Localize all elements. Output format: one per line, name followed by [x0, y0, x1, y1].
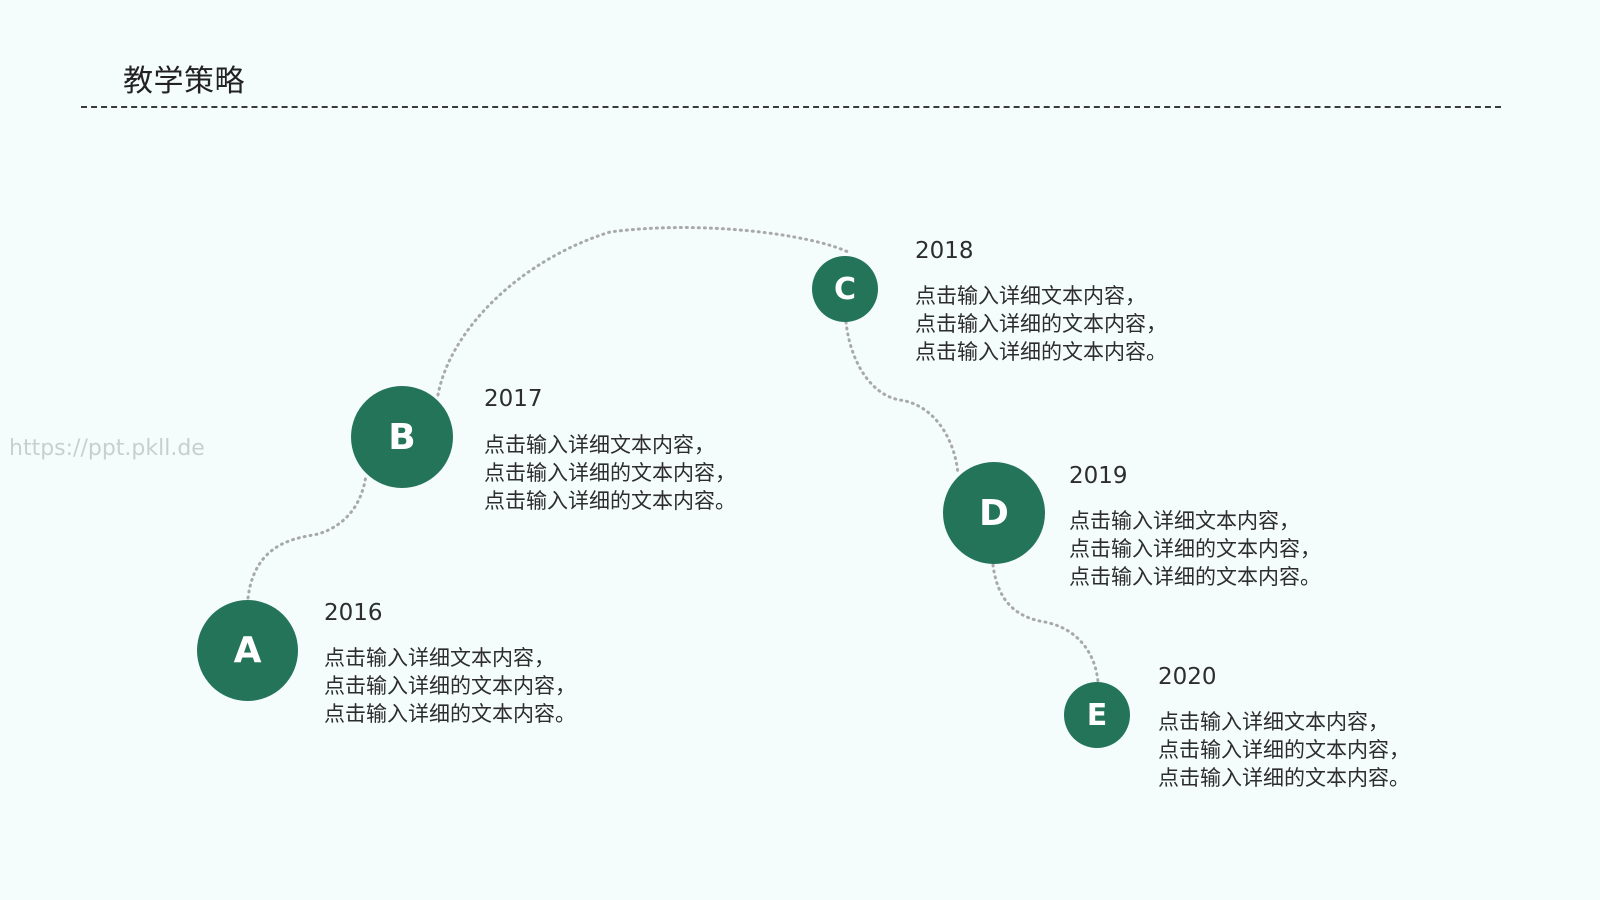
milestone-letter: B — [388, 416, 416, 458]
description-line: 点击输入详细的文本内容。 — [1069, 565, 1321, 589]
description-line: 点击输入详细的文本内容， — [1158, 738, 1410, 762]
description-line: 点击输入详细的文本内容。 — [915, 340, 1167, 364]
milestone-description: 点击输入详细文本内容， 点击输入详细的文本内容， 点击输入详细的文本内容。 — [324, 644, 576, 728]
description-line: 点击输入详细的文本内容。 — [484, 489, 736, 513]
connector-c-d — [844, 320, 960, 476]
milestone-description: 点击输入详细文本内容， 点击输入详细的文本内容， 点击输入详细的文本内容。 — [915, 282, 1167, 366]
milestone-year: 2017 — [484, 386, 543, 412]
milestone-node-e: E — [1064, 682, 1130, 748]
description-line: 点击输入详细文本内容， — [1069, 509, 1300, 533]
milestone-letter: E — [1086, 697, 1108, 733]
milestone-node-a: A — [197, 600, 298, 701]
description-line: 点击输入详细文本内容， — [484, 433, 715, 457]
description-line: 点击输入详细文本内容， — [1158, 710, 1389, 734]
description-line: 点击输入详细文本内容， — [915, 284, 1146, 308]
description-line: 点击输入详细文本内容， — [324, 646, 555, 670]
milestone-node-d: D — [943, 462, 1045, 564]
description-line: 点击输入详细的文本内容。 — [1158, 766, 1410, 790]
milestone-year: 2020 — [1158, 664, 1217, 690]
connector-a-b — [246, 473, 368, 600]
title-divider — [81, 106, 1501, 108]
description-line: 点击输入详细的文本内容， — [1069, 537, 1321, 561]
milestone-description: 点击输入详细文本内容， 点击输入详细的文本内容， 点击输入详细的文本内容。 — [1158, 708, 1410, 792]
page-title: 教学策略 — [123, 64, 245, 99]
description-line: 点击输入详细的文本内容， — [324, 674, 576, 698]
description-line: 点击输入详细的文本内容， — [915, 312, 1167, 336]
milestone-node-c: C — [812, 256, 878, 322]
watermark: https://ppt.pkll.de — [9, 436, 205, 461]
milestone-letter: D — [979, 492, 1009, 534]
milestone-year: 2019 — [1069, 463, 1128, 489]
milestone-year: 2016 — [324, 600, 383, 626]
milestone-description: 点击输入详细文本内容， 点击输入详细的文本内容， 点击输入详细的文本内容。 — [484, 431, 736, 515]
description-line: 点击输入详细的文本内容。 — [324, 702, 576, 726]
milestone-node-b: B — [351, 386, 453, 488]
milestone-description: 点击输入详细文本内容， 点击输入详细的文本内容， 点击输入详细的文本内容。 — [1069, 507, 1321, 591]
milestone-letter: C — [833, 271, 857, 307]
description-line: 点击输入详细的文本内容， — [484, 461, 736, 485]
milestone-letter: A — [233, 630, 262, 671]
connector-b-c — [436, 226, 850, 397]
connector-d-e — [991, 563, 1100, 684]
milestone-year: 2018 — [915, 238, 974, 264]
